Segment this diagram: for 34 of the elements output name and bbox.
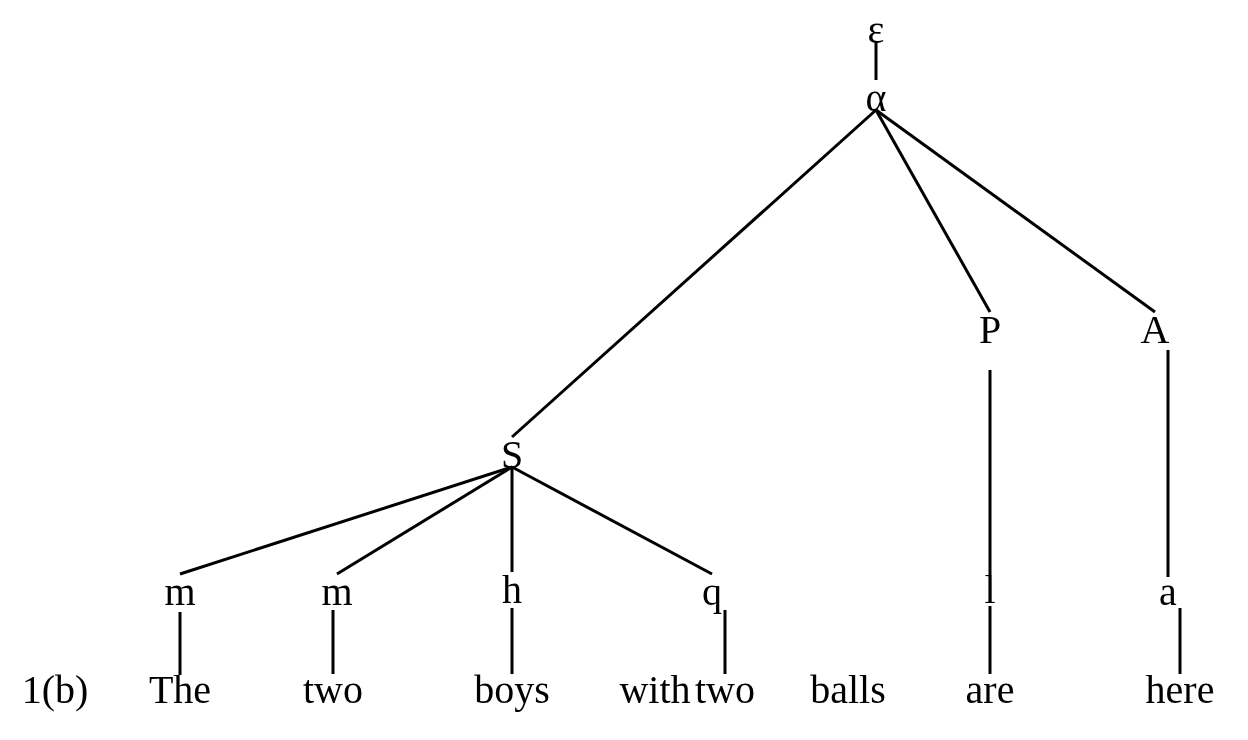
word-label: here (1145, 670, 1215, 710)
tree-branch (178, 612, 182, 675)
tree-node-label: m (321, 572, 353, 612)
tree-branch (1166, 350, 1170, 577)
tree-branch (723, 610, 727, 674)
word-label: boys (474, 670, 550, 710)
tree-branch (336, 465, 513, 576)
tree-node-label: a (1159, 572, 1177, 612)
tree-node-label: α (865, 78, 887, 118)
word-label: two (695, 670, 755, 710)
word-label: with (619, 670, 691, 710)
tree-branch (874, 42, 878, 80)
tree-branch (511, 465, 713, 576)
tree-node-label: q (702, 572, 722, 612)
tree-node-label: m (164, 572, 196, 612)
word-label: two (303, 670, 363, 710)
tree-node-label: h (502, 570, 522, 610)
tree-branch (510, 608, 514, 674)
tree-branch (875, 108, 1156, 314)
tree-branch (510, 467, 514, 572)
tree-node-label: P (978, 310, 1002, 350)
word-label: balls (810, 670, 886, 710)
tree-node-label: l (984, 570, 996, 610)
tree-branch (874, 109, 992, 313)
tree-branch (988, 606, 992, 674)
tree-node-label: A (1140, 310, 1170, 350)
example-number: 1(b) (21, 670, 89, 710)
tree-branch (988, 370, 992, 575)
word-label: are (965, 670, 1015, 710)
tree-branch (1178, 608, 1182, 674)
tree-node-label: ε (867, 10, 885, 50)
tree-branch (511, 108, 877, 439)
tree-branch (331, 610, 335, 674)
word-label: The (148, 670, 212, 710)
